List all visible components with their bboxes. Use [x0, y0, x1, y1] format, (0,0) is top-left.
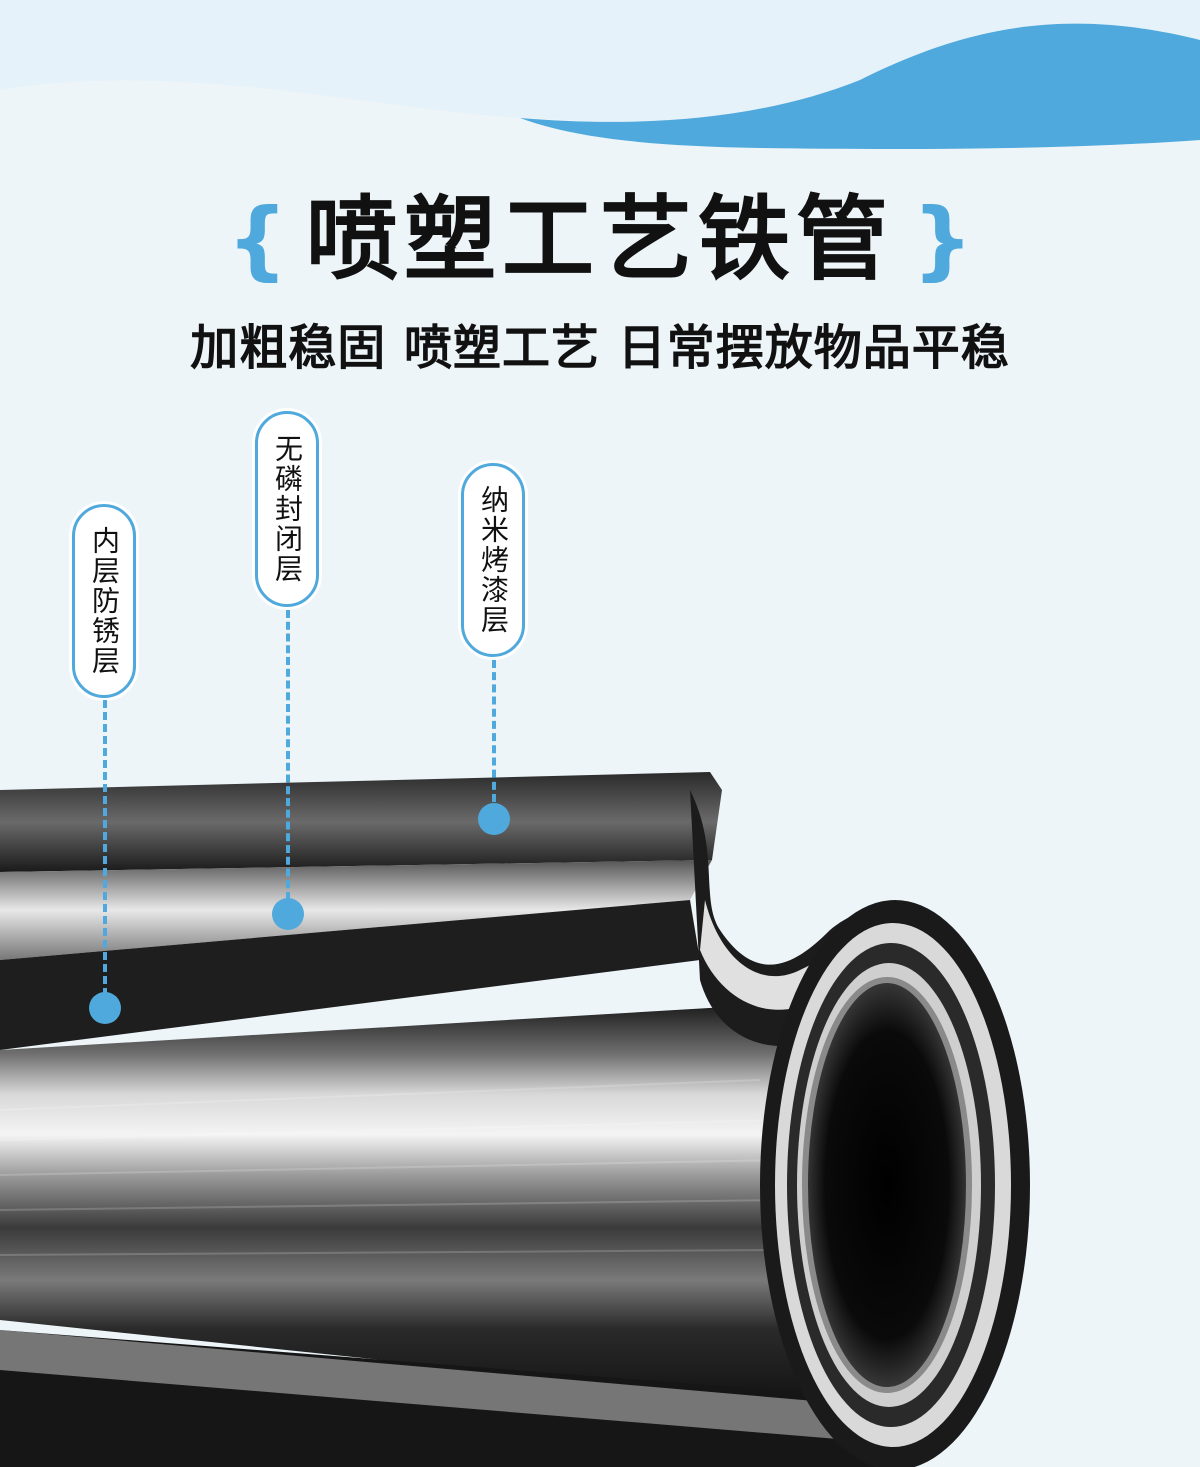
layer-marker-dot [478, 803, 510, 835]
leader-line [103, 700, 107, 996]
right-brace-icon: } [912, 190, 974, 290]
left-brace-icon: { [226, 190, 288, 290]
layer-label-text: 内层防锈层 [88, 526, 121, 676]
page-subtitle: 加粗稳固 喷塑工艺 日常摆放物品平稳 [190, 320, 1010, 376]
page-heading: { 喷塑工艺铁管 } [0, 180, 1200, 300]
layer-label-text: 纳米烤漆层 [477, 485, 510, 635]
leader-line [286, 610, 290, 900]
layer-marker-dot [272, 898, 304, 930]
layer-label-text: 无磷封闭层 [271, 434, 304, 584]
page-title: 喷塑工艺铁管 [305, 186, 894, 293]
layer-label-sealing: 无磷封闭层 [255, 411, 319, 607]
leader-line [492, 660, 496, 802]
layer-label-rustproof: 内层防锈层 [72, 504, 136, 698]
layer-marker-dot [89, 992, 121, 1024]
layer-label-paint: 纳米烤漆层 [461, 463, 525, 657]
